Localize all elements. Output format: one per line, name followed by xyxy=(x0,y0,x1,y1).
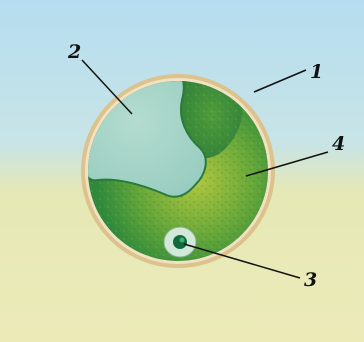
nucleus xyxy=(173,235,187,249)
label-1: 1 xyxy=(310,61,323,83)
nucleolus xyxy=(180,238,185,243)
label-4: 4 xyxy=(332,133,345,155)
label-2: 2 xyxy=(67,41,81,63)
label-3: 3 xyxy=(304,269,317,291)
